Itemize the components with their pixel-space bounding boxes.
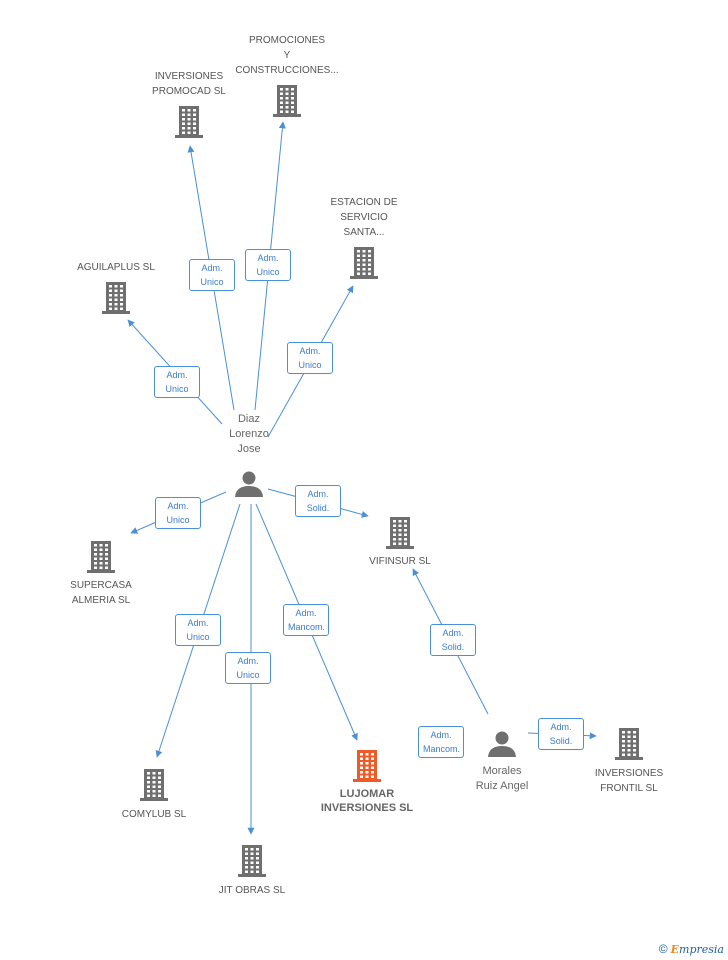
building-icon-lujomar[interactable] <box>353 750 381 782</box>
company-label-comylub[interactable]: COMYLUB SL <box>121 809 187 820</box>
edge-label-morales-lujomar[interactable]: Adm. Mancom. <box>418 726 464 758</box>
building-icon-supercasa[interactable] <box>87 541 115 573</box>
person-icon-diaz[interactable] <box>235 471 263 498</box>
nodes-layer <box>87 85 643 877</box>
company-label-promocad[interactable]: INVERSIONES PROMOCAD SL <box>152 71 226 97</box>
building-icon-frontil[interactable] <box>615 728 643 760</box>
edge-label-diaz-vifinsur[interactable]: Adm. Solid. <box>295 485 341 517</box>
person-label-morales[interactable]: Morales Ruiz Angel <box>475 765 529 792</box>
copyright-icon: © <box>658 942 668 956</box>
edge-label-diaz-aguilaplus[interactable]: Adm. Unico <box>154 366 200 398</box>
person-label-diaz[interactable]: Diaz Lorenzo Jose <box>229 413 269 455</box>
edge-label-diaz-estacion[interactable]: Adm. Unico <box>287 342 333 374</box>
person-icon-morales[interactable] <box>488 731 516 758</box>
company-label-vifinsur[interactable]: VIFINSUR SL <box>369 556 431 567</box>
company-label-promociones[interactable]: PROMOCIONES Y CONSTRUCCIONES... <box>235 35 339 76</box>
empresia-footer: © Empresia <box>659 942 724 956</box>
building-icon-estacion[interactable] <box>350 247 378 279</box>
edge-label-diaz-jitobras[interactable]: Adm. Unico <box>225 652 271 684</box>
edge-label-diaz-lujomar[interactable]: Adm. Mancom. <box>283 604 329 636</box>
edge-label-diaz-promocad[interactable]: Adm. Unico <box>189 259 235 291</box>
edge-label-morales-vifinsur[interactable]: Adm. Solid. <box>430 624 476 656</box>
building-icon-promociones[interactable] <box>273 85 301 117</box>
edge-label-diaz-comylub[interactable]: Adm. Unico <box>175 614 221 646</box>
building-icon-vifinsur[interactable] <box>386 517 414 549</box>
company-label-jitobras[interactable]: JIT OBRAS SL <box>218 885 286 896</box>
empresia-logo[interactable]: Empresia <box>670 943 724 956</box>
building-icon-promocad[interactable] <box>175 106 203 138</box>
company-label-supercasa[interactable]: SUPERCASA ALMERIA SL <box>70 580 132 606</box>
company-label-lujomar[interactable]: LUJOMAR INVERSIONES SL <box>320 788 414 814</box>
company-label-estacion[interactable]: ESTACION DE SERVICIO SANTA... <box>330 197 398 238</box>
building-icon-jitobras[interactable] <box>238 845 266 877</box>
building-icon-comylub[interactable] <box>140 769 168 801</box>
edge-label-diaz-supercasa[interactable]: Adm. Unico <box>155 497 201 529</box>
edge-label-diaz-promociones[interactable]: Adm. Unico <box>245 249 291 281</box>
company-label-frontil[interactable]: INVERSIONES FRONTIL SL <box>594 768 664 794</box>
company-label-aguilaplus[interactable]: AGUILAPLUS SL <box>77 262 155 273</box>
building-icon-aguilaplus[interactable] <box>102 282 130 314</box>
edge-label-morales-frontil[interactable]: Adm. Solid. <box>538 718 584 750</box>
